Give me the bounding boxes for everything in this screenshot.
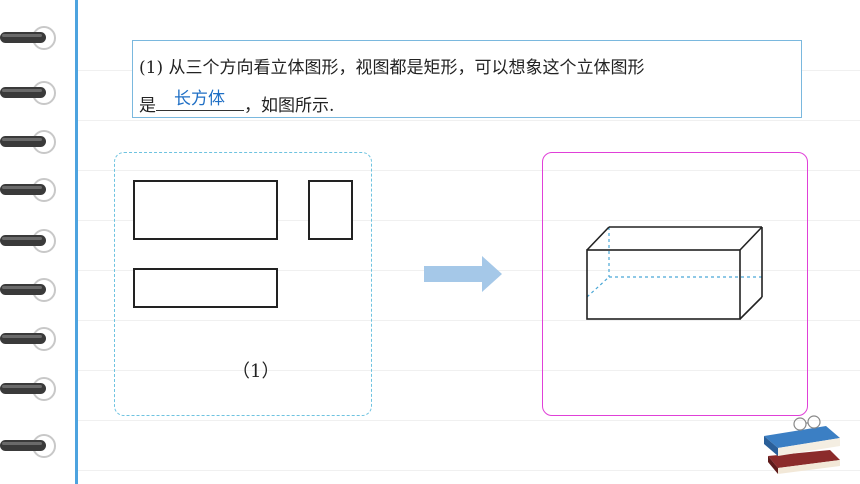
binding-ring bbox=[0, 229, 56, 253]
question-suffix: ，如图所示. bbox=[244, 96, 335, 116]
question-box: (1) 从三个方向看立体图形，视图都是矩形，可以想象这个立体图形 是长方体 ，如图… bbox=[132, 40, 802, 118]
cuboid-drawing bbox=[586, 226, 763, 320]
binding-ring bbox=[0, 26, 56, 50]
cuboid-panel bbox=[542, 152, 808, 416]
binding-ring bbox=[0, 434, 56, 458]
binding-ring bbox=[0, 278, 56, 302]
figure-caption: （1） bbox=[232, 361, 280, 382]
binding-ring bbox=[0, 377, 56, 401]
binding-ring bbox=[0, 130, 56, 154]
answer-text: 长方体 bbox=[174, 89, 225, 109]
binding-ring bbox=[0, 178, 56, 202]
front-view-rectangle bbox=[133, 180, 278, 240]
question-prefix: 是 bbox=[139, 96, 156, 116]
books-icon bbox=[764, 415, 840, 474]
top-view-rectangle bbox=[133, 268, 278, 308]
right-arrow-icon bbox=[424, 256, 502, 292]
side-view-rectangle bbox=[308, 180, 353, 240]
three-views-panel bbox=[114, 152, 372, 416]
notebook-margin-line bbox=[75, 0, 78, 484]
binding-ring bbox=[0, 327, 56, 351]
question-line-1: (1) 从三个方向看立体图形，视图都是矩形，可以想象这个立体图形 bbox=[139, 58, 645, 78]
question-line-2: 是长方体 ，如图所示. bbox=[139, 89, 335, 116]
binding-ring bbox=[0, 81, 56, 105]
answer-blank: 长方体 bbox=[156, 89, 244, 111]
